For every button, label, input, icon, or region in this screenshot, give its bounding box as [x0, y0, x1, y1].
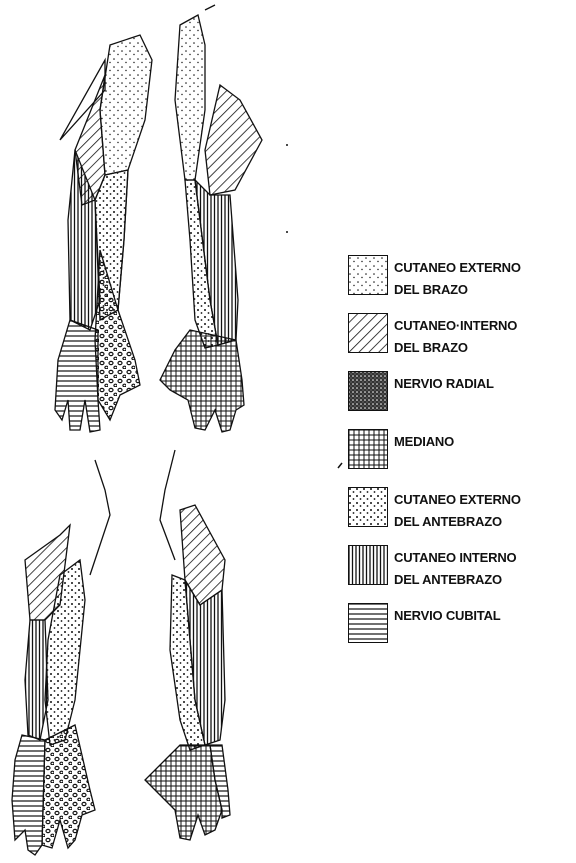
legend-item: NERVIO RADIAL	[348, 371, 568, 421]
legend-swatch-dense-dark	[348, 371, 388, 411]
arm-top-left	[55, 35, 152, 432]
legend-item: MEDIANO	[348, 429, 568, 479]
legend-swatch-horizontal	[348, 603, 388, 643]
legend-label: NERVIO CUBITAL	[394, 605, 501, 627]
arm-bottom-right	[145, 450, 230, 840]
speck-mark	[286, 231, 288, 233]
speck-mark	[338, 463, 342, 468]
legend-swatch-diagonal	[348, 313, 388, 353]
legend-label: NERVIO RADIAL	[394, 373, 494, 395]
arm-bottom-left	[12, 460, 110, 855]
legend-swatch-grid	[348, 429, 388, 469]
legend-item: NERVIO CUBITAL	[348, 603, 568, 653]
speck-mark	[286, 144, 288, 146]
legend-swatch-dots-light	[348, 255, 388, 295]
legend-swatch-vertical-dark	[348, 545, 388, 585]
legend-swatch-dots	[348, 487, 388, 527]
legend-label: MEDIANO	[394, 431, 454, 453]
arm-top-right	[160, 5, 262, 432]
